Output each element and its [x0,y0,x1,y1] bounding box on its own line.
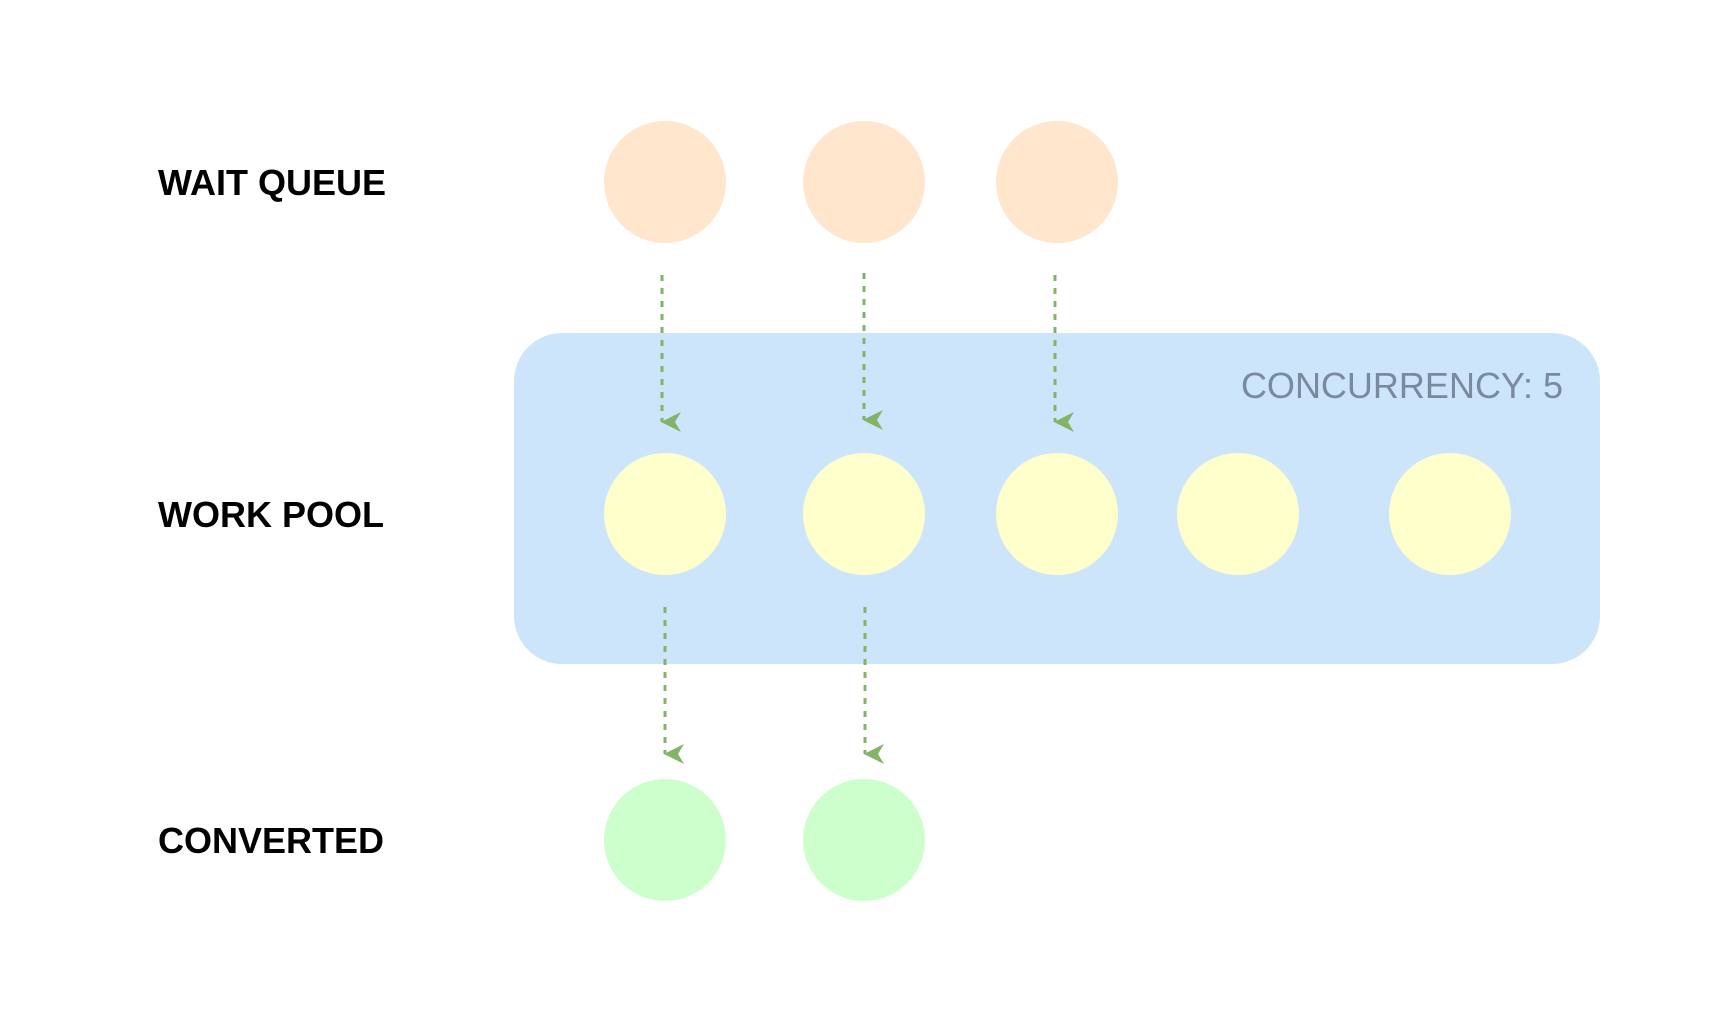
wait-queue-item [996,121,1118,243]
concurrency-caption: CONCURRENCY: 5 [1241,365,1563,406]
work-pool-slot [1177,453,1299,575]
work-pool-slot [1389,453,1511,575]
wait-queue-item [803,121,925,243]
converted-item [803,779,925,901]
converted-item [604,779,726,901]
wait-queue-label: WAIT QUEUE [158,162,386,203]
work-pool-slot [996,453,1118,575]
work-pool-slot [803,453,925,575]
work-pool-label: WORK POOL [158,494,384,535]
converted-label: CONVERTED [158,820,384,861]
work-pool-slot [604,453,726,575]
wait-queue-item [604,121,726,243]
